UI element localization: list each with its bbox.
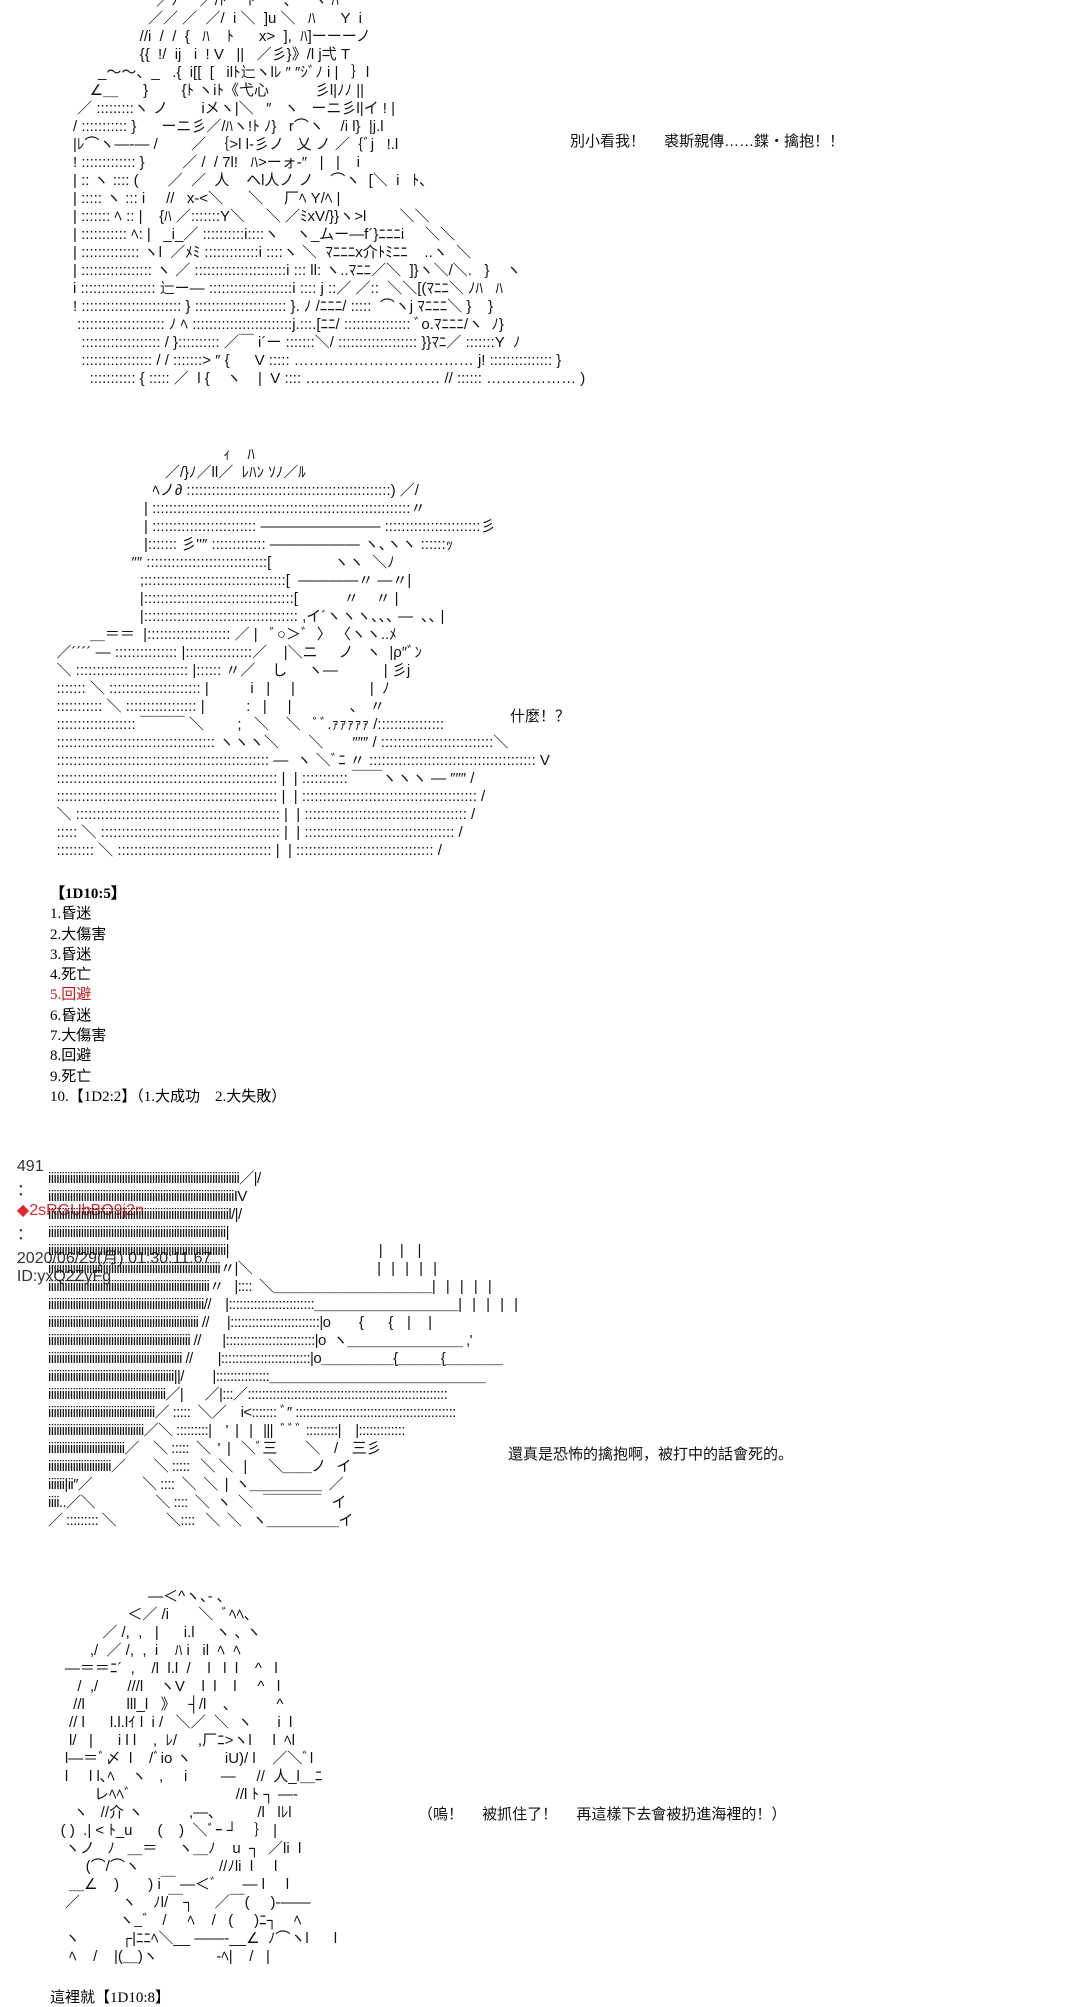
ascii-art-2: ｨ ﾊ ／/}ﾉ／ll／ ﾚﾊﾝ ｿﾉ／ﾙ ﾍノ∂ ::::::::::::::… bbox=[56, 446, 550, 859]
post-number[interactable]: 491 bbox=[16, 1158, 44, 1175]
post-header: 491 ： ◆2sRGUbBO9j2n ： 2020/06/29(月) 01:3… bbox=[8, 1140, 212, 1286]
dice-roll-list: 【1D10:5】 1.昏迷 2.大傷害 3.昏迷 4.死亡 5.回避 6.昏迷 … bbox=[50, 884, 286, 1107]
dice-option: 10.【1D2:2】（1.大成功 2.大失敗） bbox=[50, 1088, 287, 1105]
ascii-art-4: ―＜^ヽ､- ､ ＜／ /i ＼ ﾞﾍﾍ､ ／ /, , | i.l ヽ ､ ヽ… bbox=[60, 1588, 338, 1965]
post-id: ID:yxQ2ZyFg bbox=[16, 1268, 112, 1285]
poster-trip: ◆2sRGUbBO9j2n bbox=[16, 1202, 144, 1219]
dice-option: 6.昏迷 bbox=[50, 1007, 92, 1024]
post-datetime: 2020/06/29(月) 01:30:11.67 bbox=[16, 1250, 212, 1267]
dice-roll-title: 【1D10:5】 bbox=[50, 886, 126, 902]
dice-option: 7.大傷害 bbox=[50, 1028, 107, 1045]
dice-option: 4.死亡 bbox=[50, 967, 92, 984]
dialogue-4: （嗚！ 被抓住了！ 再這樣下去會被扔進海裡的！） bbox=[418, 1806, 787, 1823]
dialogue-2: 什麼！？ bbox=[510, 708, 571, 725]
dialogue-3: 還真是恐怖的擒抱啊，被打中的話會死的。 bbox=[508, 1446, 794, 1463]
dice-option: 2.大傷害 bbox=[50, 926, 107, 943]
dice-option: 9.死亡 bbox=[50, 1068, 92, 1085]
ascii-art-3: iiiiiiiiiiiiiiiiiiiiiiiiiiiiiiiiiiiiiiii… bbox=[48, 1170, 518, 1529]
dice-option: 3.昏迷 bbox=[50, 946, 92, 963]
separator: ： bbox=[16, 1182, 33, 1199]
dice-option-selected: 5.回避 bbox=[50, 987, 92, 1004]
ascii-art-1: ／ﾉ ／/ﾄ ﾄ ､ ヽ ﾊ ／／ ／ ／/ i ＼ ]u ＼ ﾊ Y i //… bbox=[73, 0, 586, 387]
dice-option: 1.昏迷 bbox=[50, 906, 92, 923]
dice-option: 8.回避 bbox=[50, 1048, 92, 1065]
separator: ： bbox=[16, 1226, 33, 1243]
footer-text: 這裡就【1D10:8】 bbox=[50, 1990, 171, 2006]
dialogue-1: 別小看我！ 裘斯親傳……鍱・擒抱！！ bbox=[570, 133, 845, 150]
